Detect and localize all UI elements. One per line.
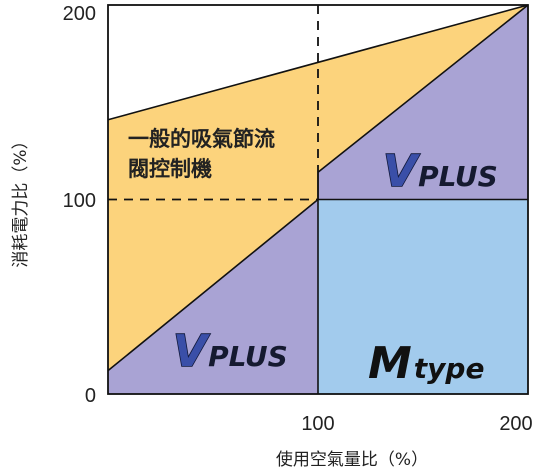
vplus-label-upper-plus: PLUS [418, 160, 498, 193]
general-throttle-label-line2: 閥控制機 [128, 157, 212, 181]
general-throttle-line [107, 4, 529, 121]
vplus-label-lower-plus: PLUS [208, 340, 288, 373]
general-throttle-label-line1: 一般的吸氣節流 [128, 127, 275, 151]
mtype-area [318, 199, 528, 394]
y-tick-label: 100 [63, 190, 96, 212]
plot-frame [107, 4, 529, 395]
mtype-label-type: type [414, 352, 485, 385]
general-throttle-label-line1-part-a: 一般的吸氣節 [128, 127, 254, 151]
vplus-label-upper: VPLUS [383, 146, 498, 197]
y-axis-title: 消耗電力比（%） [11, 132, 31, 267]
mtype-label-m: M [368, 338, 412, 389]
y-tick-label: 200 [63, 3, 96, 25]
x-axis-title: 使用空氣量比（%） [276, 449, 428, 470]
vplus-label-upper-v: V [383, 146, 420, 197]
vplus-label-lower: VPLUS [173, 326, 288, 377]
mtype-label: Mtype [368, 338, 484, 389]
x-tick-label: 200 [499, 413, 532, 435]
y-tick-label: 0 [85, 385, 96, 407]
general-throttle-label-line1-part-b: 流 [254, 127, 275, 151]
x-tick-label: 100 [301, 413, 334, 435]
vplus-label-lower-v: V [173, 326, 210, 377]
